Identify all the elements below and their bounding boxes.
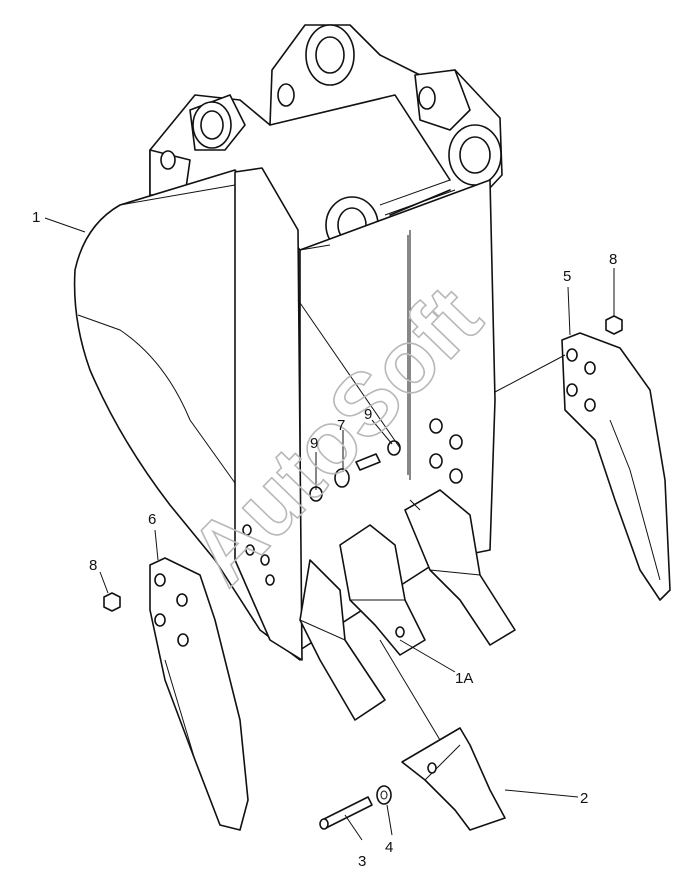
callout-2: 2 [580, 790, 588, 807]
callout-9-mid: 9 [364, 406, 372, 423]
callout-7: 7 [337, 417, 345, 434]
bucket-body [73, 167, 496, 661]
side-cutter-left [149, 557, 249, 831]
side-cutter-right [561, 332, 671, 601]
bolt [355, 453, 381, 471]
bucket-teeth [299, 489, 516, 721]
nut-right [605, 315, 623, 335]
retainer-washer [376, 785, 392, 805]
replacement-tooth [401, 727, 506, 831]
callout-1a: 1A [455, 670, 473, 687]
leader-lines [44, 217, 615, 841]
callout-8-right: 8 [609, 251, 617, 268]
callout-8-left: 8 [89, 557, 97, 574]
bolt-head [334, 468, 350, 488]
callout-1: 1 [32, 209, 40, 226]
tooth-pin [319, 796, 373, 830]
nut-left [103, 592, 121, 612]
callout-5: 5 [563, 268, 571, 285]
callout-3: 3 [358, 853, 366, 870]
callout-4: 4 [385, 839, 393, 856]
callout-9-left: 9 [310, 435, 318, 452]
callout-6: 6 [148, 511, 156, 528]
